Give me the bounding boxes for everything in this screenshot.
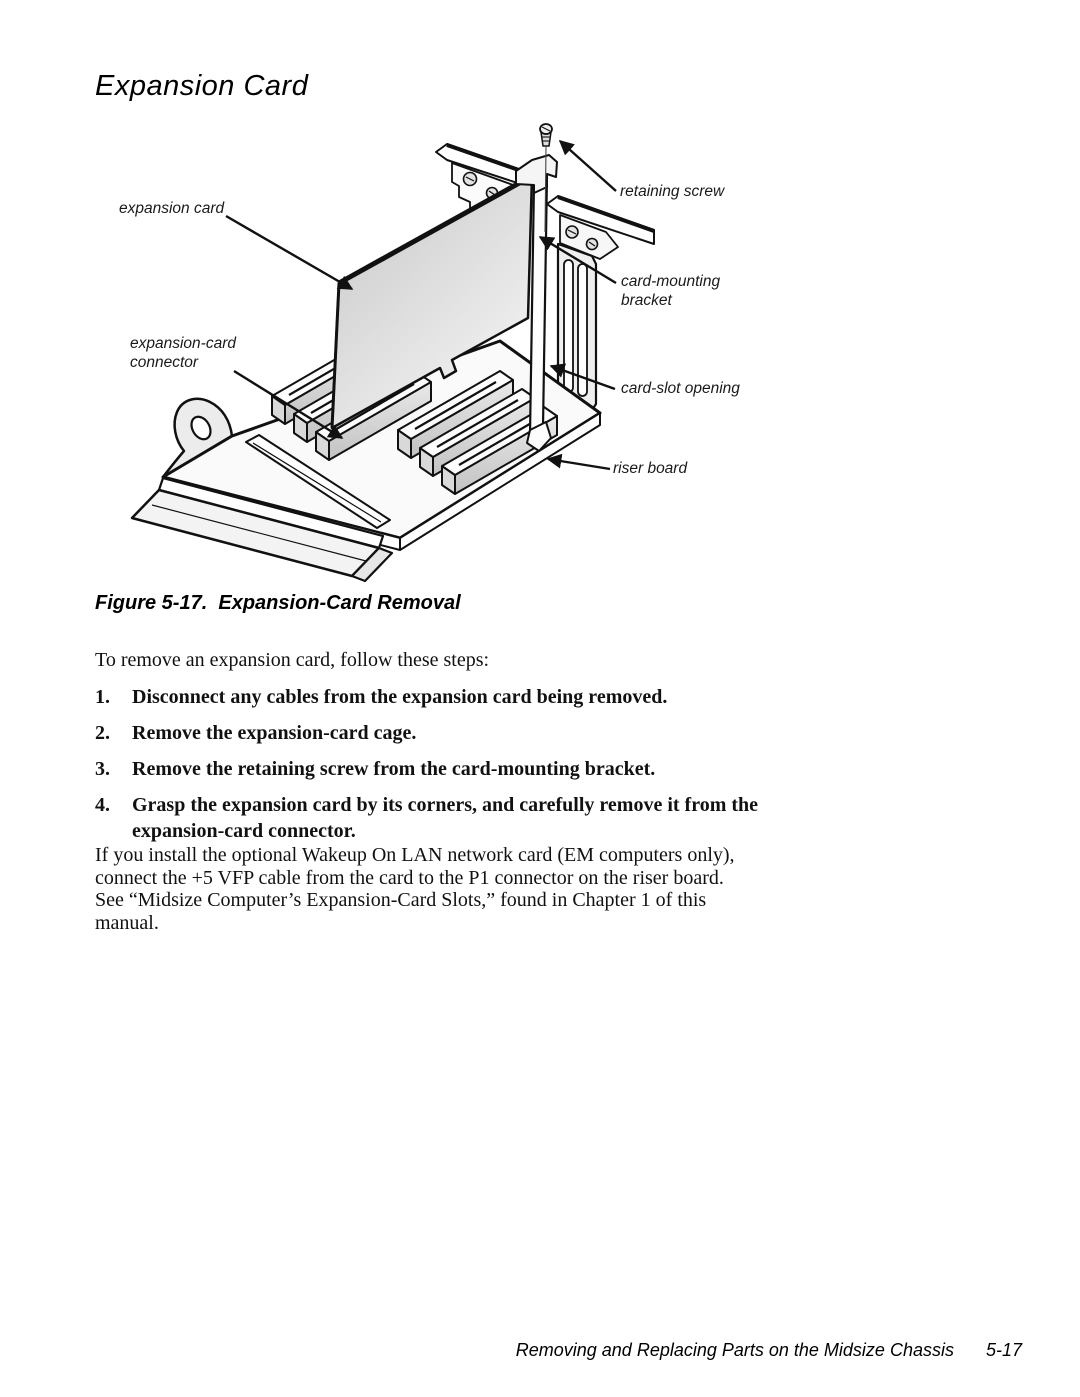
step-number: 4.: [95, 794, 110, 816]
page-footer: Removing and Replacing Parts on the Mids…: [516, 1340, 1022, 1361]
step-number: 1.: [95, 686, 110, 708]
expansion-card-shape: [330, 173, 534, 430]
expansion-card-removal-diagram: [130, 123, 655, 583]
step-number: 3.: [95, 758, 110, 780]
step-text: Grasp the expansion card by its corners,…: [132, 794, 759, 842]
step-text: Remove the expansion-card cage.: [132, 722, 417, 744]
diagram-label-card-mounting-bracket: card-mounting bracket: [621, 273, 721, 309]
section-title: Expansion Card: [95, 70, 309, 102]
note-paragraph: If you install the optional Wakeup On LA…: [95, 844, 735, 934]
leader-lines: [225, 140, 617, 471]
step-text: Remove the retaining screw from the card…: [132, 758, 656, 780]
step-number: 2.: [95, 722, 110, 744]
note-line: If you install the optional Wakeup On LA…: [95, 844, 735, 866]
note-line: manual.: [95, 911, 159, 934]
step-3: 3. Remove the retaining screw from the c…: [95, 756, 805, 782]
diagram-label-expansion-card-connector: expansion-card connector: [130, 335, 236, 371]
step-2: 2. Remove the expansion-card cage.: [95, 720, 805, 746]
figure-caption: Figure 5-17. Expansion-Card Removal: [95, 592, 461, 614]
procedure-steps: 1. Disconnect any cables from the expans…: [95, 684, 805, 854]
diagram-label-card-slot-opening: card-slot opening: [621, 380, 740, 397]
footer-chapter-title: Removing and Replacing Parts on the Mids…: [515, 1340, 954, 1360]
step-1: 1. Disconnect any cables from the expans…: [95, 684, 805, 710]
diagram-label-retaining-screw: retaining screw: [620, 183, 725, 200]
diagram-label-riser-board: riser board: [613, 460, 688, 477]
diagram-label-expansion-card: expansion card: [119, 200, 225, 217]
step-4: 4. Grasp the expansion card by its corne…: [95, 792, 805, 844]
note-line: See “Midsize Computer’s Expansion-Card S…: [95, 889, 707, 911]
intro-text: To remove an expansion card, follow thes…: [95, 649, 490, 671]
retaining-screw-icon: [539, 123, 553, 233]
note-line: connect the +5 VFP cable from the card t…: [95, 866, 724, 889]
step-text: Disconnect any cables from the expansion…: [132, 686, 668, 708]
footer-page-number: 5-17: [985, 1340, 1022, 1360]
